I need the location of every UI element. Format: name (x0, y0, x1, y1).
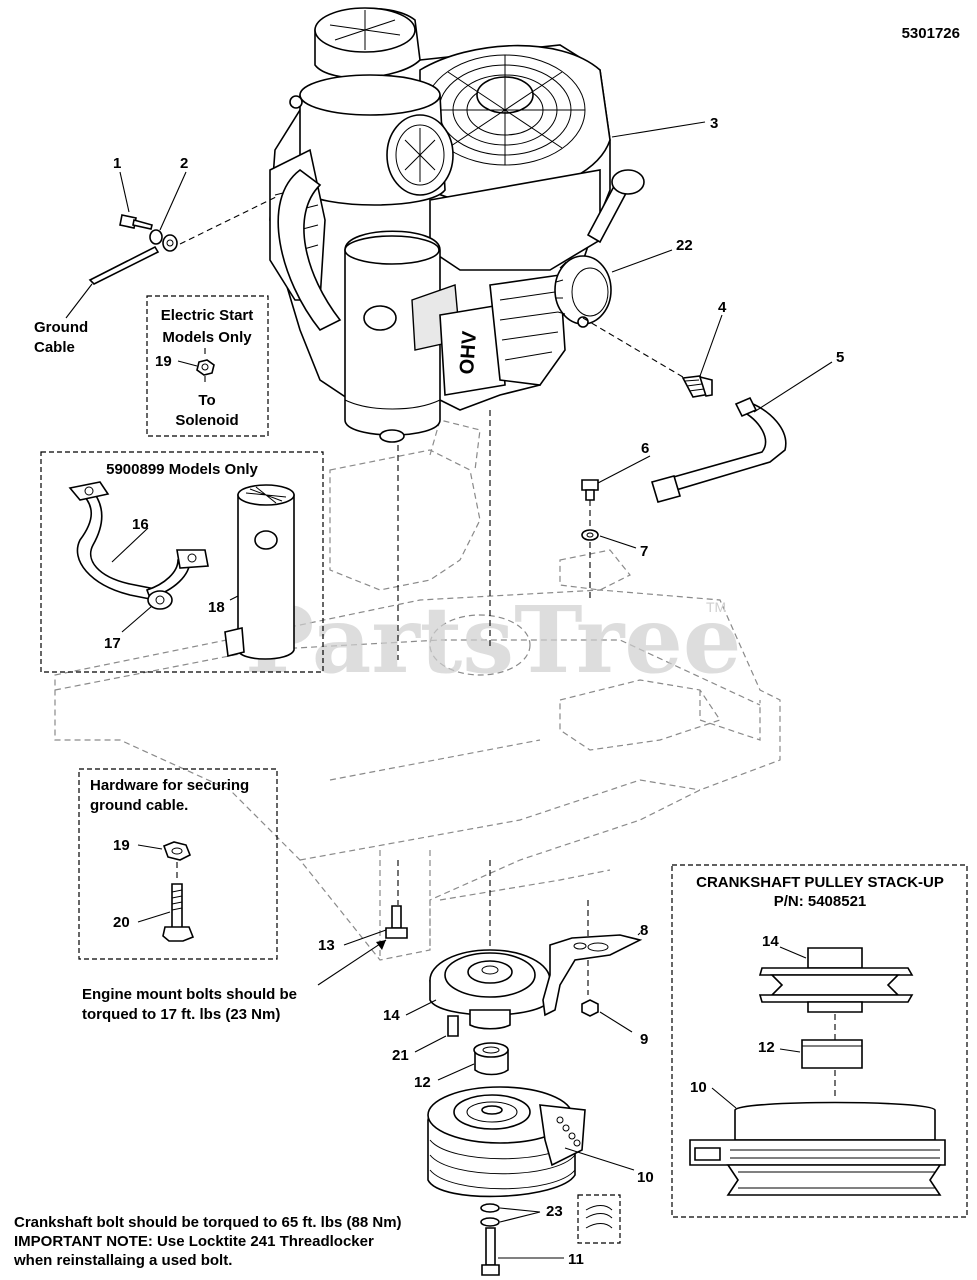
callout-8: 8 (640, 922, 648, 939)
hardware-callout-19: 19 (113, 837, 130, 854)
ground-cable-label-1: Ground (34, 319, 88, 336)
models-box-title: 5900899 Models Only (106, 461, 258, 478)
callout-2: 2 (180, 155, 188, 172)
callout-11: 11 (568, 1251, 584, 1268)
callout-18: 18 (208, 599, 225, 616)
hardware-box: Hardware for securing ground cable. 19 2… (78, 768, 278, 960)
callout-3: 3 (710, 115, 718, 132)
callout-14: 14 (383, 1007, 400, 1024)
callout-16: 16 (132, 516, 149, 533)
pulley (429, 949, 551, 1030)
spacer (473, 1042, 509, 1076)
stackup-callout-14: 14 (762, 933, 779, 950)
engine-mount-note-1: Engine mount bolts should be (82, 986, 297, 1003)
callout-10: 10 (637, 1169, 654, 1186)
callout-12: 12 (414, 1074, 431, 1091)
callout-4: 4 (718, 299, 727, 316)
crankshaft-note-1: Crankshaft bolt should be torqued to 65 … (14, 1214, 402, 1231)
callout-9: 9 (640, 1031, 648, 1048)
callout-21: 21 (392, 1047, 409, 1064)
to-solenoid-line2: Solenoid (175, 412, 238, 429)
electric-start-line2: Models Only (162, 329, 252, 346)
ground-cable-label-2: Cable (34, 339, 75, 356)
clutch (427, 1086, 586, 1198)
engine: OHV (269, 7, 645, 443)
callout-23: 23 (546, 1203, 563, 1220)
stackup-pn: P/N: 5408521 (774, 893, 867, 910)
hardware-callout-20: 20 (113, 914, 130, 931)
engine-mount-note-2: torqued to 17 ft. lbs (23 Nm) (82, 1006, 280, 1023)
bracket (542, 934, 643, 1017)
to-solenoid-line1: To (198, 392, 215, 409)
stackup-title: CRANKSHAFT PULLEY STACK-UP (696, 874, 944, 891)
ground-cable-hardware (88, 214, 178, 285)
crankshaft-note-3: when reinstallaing a used bolt. (13, 1252, 232, 1269)
callout-22: 22 (676, 237, 693, 254)
models-only-box: 5900899 Models Only 18 16 17 (40, 451, 324, 673)
hardware-box-line1: Hardware for securing (90, 777, 249, 794)
stackup-callout-10: 10 (690, 1079, 707, 1096)
callout-17: 17 (104, 635, 121, 652)
callout-13: 13 (318, 937, 335, 954)
stackup-box: CRANKSHAFT PULLEY STACK-UP P/N: 5408521 … (671, 864, 968, 1218)
stackup-callout-12: 12 (758, 1039, 775, 1056)
watermark: PartsTree (245, 586, 741, 694)
fuel-fitting (681, 375, 713, 398)
crankshaft-note-2: IMPORTANT NOTE: Use Locktite 241 Threadl… (14, 1233, 374, 1250)
electric-start-box: Electric Start Models Only 19 To Solenoi… (146, 295, 269, 437)
callout-5: 5 (836, 349, 844, 366)
svg-text:OHV: OHV (456, 330, 481, 375)
hardware-box-line2: ground cable. (90, 797, 188, 814)
doc-number: 5301726 (902, 25, 960, 42)
electric-start-line1: Electric Start (161, 307, 254, 324)
watermark-tm: TM (706, 599, 726, 615)
callout-6: 6 (641, 440, 649, 457)
electric-start-callout-19: 19 (155, 353, 172, 370)
callout-7: 7 (640, 543, 648, 560)
fuel-line (650, 396, 787, 503)
callout-1: 1 (113, 155, 121, 172)
